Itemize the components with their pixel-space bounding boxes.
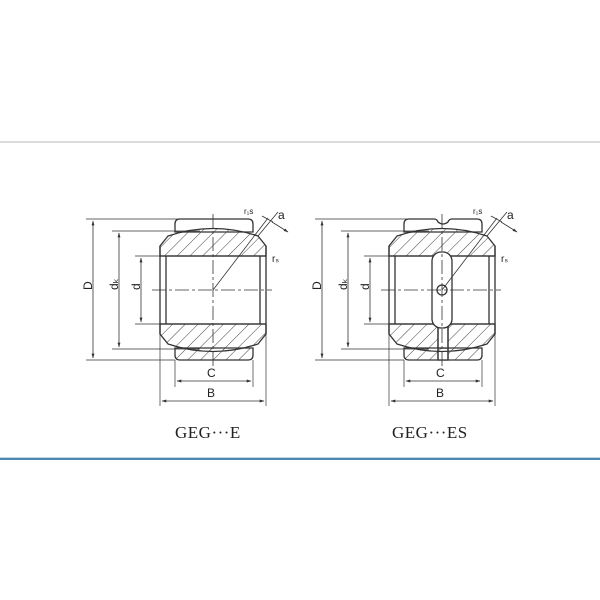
bearing-drawing-es	[315, 211, 518, 406]
bearing-drawing-e	[86, 211, 289, 406]
label-d: d	[129, 283, 143, 290]
caption-geg-e: GEG···E	[175, 423, 241, 442]
caption-geg-es: GEG···ES	[392, 423, 468, 442]
label-B: B	[207, 386, 215, 400]
label-C: C	[436, 366, 445, 380]
label-dk: dₖ	[107, 278, 121, 290]
label-rs: rₛ	[272, 254, 279, 265]
label-dk: dₖ	[336, 278, 350, 290]
label-d: d	[358, 283, 372, 290]
labels-es: D dₖ d C B r₁s a rₛ	[310, 207, 514, 400]
label-B: B	[436, 386, 444, 400]
label-C: C	[207, 366, 216, 380]
labels-e: D dₖ d C B r₁s a rₛ	[81, 207, 285, 400]
label-r1s: r₁s	[473, 207, 482, 216]
label-rs: rₛ	[501, 254, 508, 265]
label-a: a	[278, 208, 285, 222]
label-D: D	[310, 281, 324, 290]
top-divider	[0, 141, 600, 143]
label-D: D	[81, 281, 95, 290]
bottom-divider	[0, 457, 600, 460]
label-r1s: r₁s	[244, 207, 253, 216]
label-a: a	[507, 208, 514, 222]
